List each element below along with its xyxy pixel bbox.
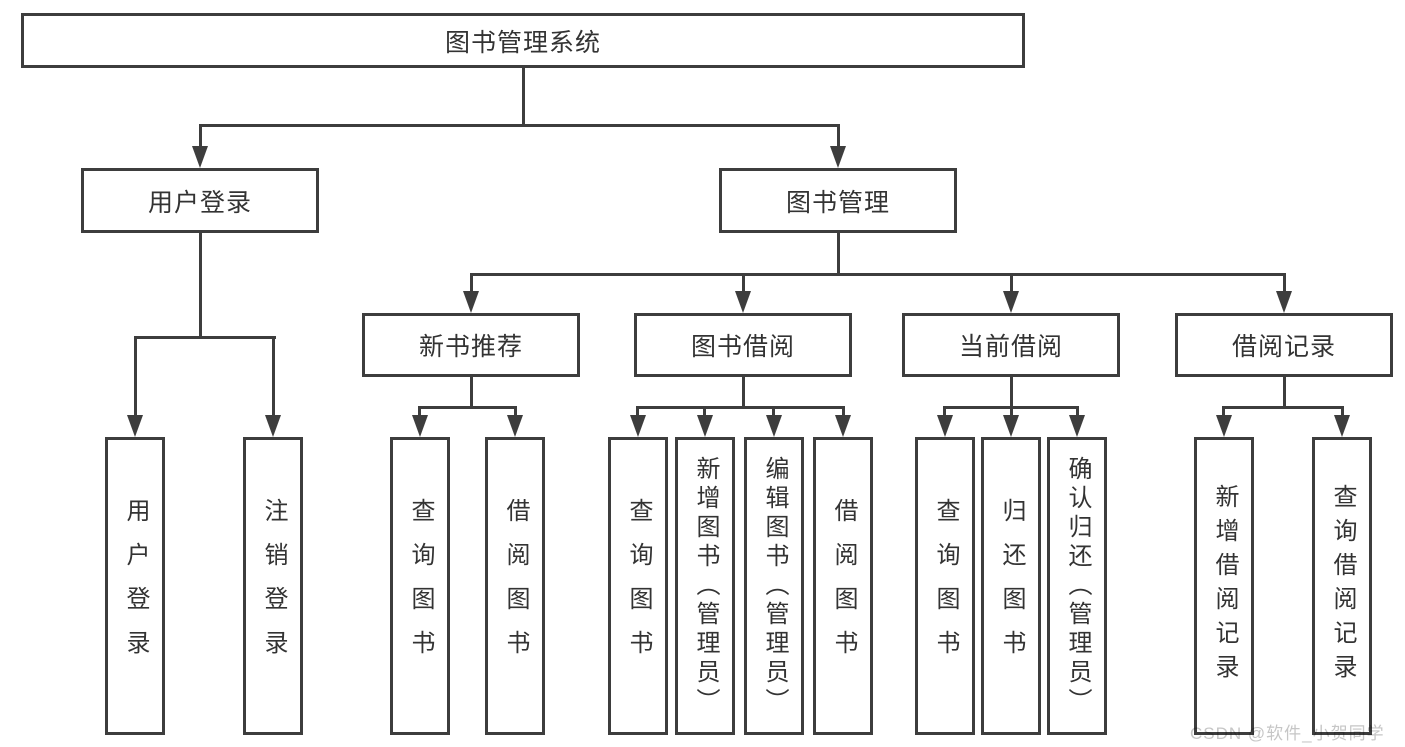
edge-drop-level3	[1010, 273, 1013, 295]
arrow-head	[1069, 415, 1085, 437]
leaf-label: 注销登录	[260, 498, 287, 674]
leaf-query-books-recommend: 查询图书	[390, 437, 450, 735]
arrow-head	[697, 415, 713, 437]
node-book-management-label: 图书管理	[785, 188, 890, 217]
edge-drop-leaf	[842, 406, 845, 420]
edge-bus	[636, 406, 845, 409]
leaf-query-books-borrowing: 查询图书	[608, 437, 668, 735]
leaf-label: 新增借阅记录	[1211, 484, 1238, 688]
edge-drop-leaf	[418, 406, 421, 420]
edge-drop-leaf	[1076, 406, 1079, 420]
leaf-label: 查询图书	[625, 498, 652, 674]
edge-stem	[1283, 377, 1286, 408]
edge-user-login-bus	[134, 336, 276, 339]
leaf-label: 借阅图书	[502, 498, 529, 674]
csdn-watermark: CSDN @软件_小贺同学	[1190, 724, 1385, 743]
leaf-label: 编辑图书（管理员）	[761, 455, 788, 717]
arrow-head	[937, 415, 953, 437]
edge-drop-book-management	[837, 124, 840, 152]
edge-drop-leaf	[1010, 406, 1013, 420]
leaf-label: 查询图书	[932, 498, 959, 674]
arrow-head	[1003, 415, 1019, 437]
leaf-user-login: 用户登录	[105, 437, 165, 735]
leaf-return-books: 归还图书	[981, 437, 1041, 735]
edge-drop-leaf	[636, 406, 639, 420]
leaf-label: 确认归还（管理员）	[1064, 455, 1091, 717]
leaf-logout: 注销登录	[243, 437, 303, 735]
node-book-borrowing: 图书借阅	[634, 313, 852, 377]
edge-user-login-stem	[199, 233, 202, 338]
leaf-label: 归还图书	[998, 498, 1025, 674]
leaf-label: 查询借阅记录	[1329, 484, 1356, 688]
arrow-head	[463, 291, 479, 313]
edge-drop-leaf	[272, 336, 275, 418]
edge-bus	[418, 406, 517, 409]
edge-drop-leaf	[943, 406, 946, 420]
leaf-borrow-books-borrowing: 借阅图书	[813, 437, 873, 735]
node-book-borrowing-label: 图书借阅	[690, 333, 795, 361]
edge-root-stem	[522, 68, 525, 126]
leaf-confirm-return-admin: 确认归还（管理员）	[1047, 437, 1107, 735]
leaf-add-books-admin: 新增图书（管理员）	[675, 437, 735, 735]
edge-drop-level3	[742, 273, 745, 295]
node-new-book-recommendation-label: 新书推荐	[418, 333, 523, 361]
arrow-head	[507, 415, 523, 437]
leaf-add-borrow-record: 新增借阅记录	[1194, 437, 1254, 735]
leaf-label: 查询图书	[407, 498, 434, 674]
leaf-query-books-current: 查询图书	[915, 437, 975, 735]
arrow-head	[630, 415, 646, 437]
edge-drop-leaf	[703, 406, 706, 420]
edge-drop-leaf	[1341, 406, 1344, 420]
edge-book-management-stem	[837, 233, 840, 275]
node-borrowing-records-label: 借阅记录	[1231, 333, 1336, 361]
node-current-borrowing: 当前借阅	[902, 313, 1120, 377]
arrow-head	[265, 415, 281, 437]
edge-drop-leaf	[772, 406, 775, 420]
arrow-head	[835, 415, 851, 437]
arrow-head	[1334, 415, 1350, 437]
edge-drop-leaf	[514, 406, 517, 420]
edge-drop-level3	[470, 273, 473, 295]
edge-drop-level3	[1283, 273, 1286, 295]
node-current-borrowing-label: 当前借阅	[958, 333, 1063, 361]
edge-book-management-bus	[470, 273, 1286, 276]
leaf-borrow-books-recommend: 借阅图书	[485, 437, 545, 735]
arrow-head	[412, 415, 428, 437]
edge-bus	[1222, 406, 1344, 409]
node-root: 图书管理系统	[21, 13, 1025, 68]
node-user-login-label: 用户登录	[147, 188, 252, 217]
leaf-edit-books-admin: 编辑图书（管理员）	[744, 437, 804, 735]
node-user-login: 用户登录	[81, 168, 319, 233]
leaf-label: 借阅图书	[830, 498, 857, 674]
node-book-management: 图书管理	[719, 168, 957, 233]
leaf-query-borrow-record: 查询借阅记录	[1312, 437, 1372, 735]
arrow-head	[766, 415, 782, 437]
edge-drop-leaf	[134, 336, 137, 418]
arrow-head	[1216, 415, 1232, 437]
arrow-head	[1276, 291, 1292, 313]
arrow-head	[127, 415, 143, 437]
leaf-label: 新增图书（管理员）	[692, 455, 719, 717]
edge-stem	[742, 377, 745, 408]
node-new-book-recommendation: 新书推荐	[362, 313, 580, 377]
edge-drop-leaf	[1222, 406, 1225, 420]
node-borrowing-records: 借阅记录	[1175, 313, 1393, 377]
arrow-head	[1003, 291, 1019, 313]
leaf-label: 用户登录	[122, 498, 149, 674]
arrow-head	[735, 291, 751, 313]
edge-stem	[470, 377, 473, 408]
edge-stem	[1010, 377, 1013, 408]
arrow-head	[192, 146, 208, 168]
edge-drop-user-login	[199, 124, 202, 152]
edge-root-bus	[199, 124, 840, 127]
node-root-label: 图书管理系统	[444, 28, 601, 57]
arrow-head	[830, 146, 846, 168]
